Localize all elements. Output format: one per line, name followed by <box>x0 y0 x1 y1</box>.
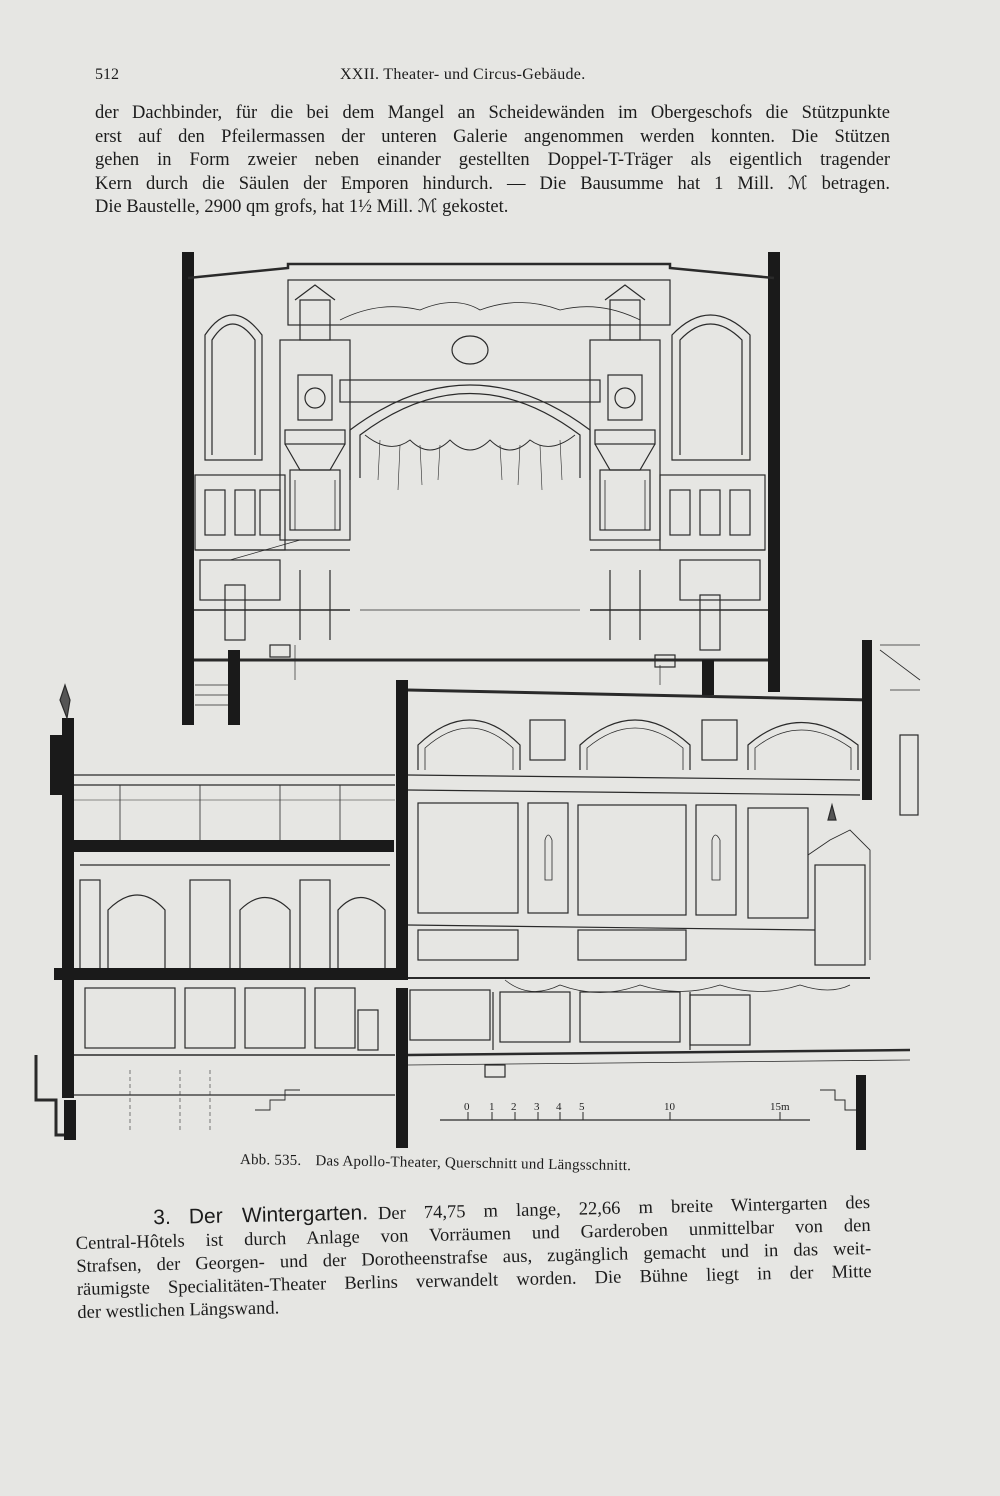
scale-bar <box>440 1112 810 1121</box>
scale-labels: 0 1 2 3 4 5 10 15m <box>464 1101 790 1113</box>
running-title: XXII. Theater- und Circus-Gebäude. <box>340 66 586 83</box>
scale-label: 0 <box>464 1101 470 1113</box>
section-heading: Der Wintergarten. <box>188 1201 369 1229</box>
cross-section <box>182 252 780 725</box>
text-line: der Dachbinder, für die bei dem Mangel a… <box>95 103 890 123</box>
text-line: erst auf den Pfeilermassen der unteren G… <box>95 126 890 147</box>
text-line: Die Baustelle, 2900 qm grofs, hat 1½ Mil… <box>95 197 509 217</box>
body-paragraph: der Dachbinder, für die bei dem Mangel a… <box>95 102 890 220</box>
page-number: 512 <box>95 66 119 83</box>
architectural-drawing: 0 1 2 3 4 5 10 15m <box>0 240 1000 1170</box>
running-header: 512 XXII. Theater- und Circus-Gebäude. <box>95 66 895 90</box>
scale-label: 10 <box>664 1101 676 1113</box>
longitudinal-section <box>34 640 921 1150</box>
scale-label: 1 <box>489 1101 495 1113</box>
scale-label: 3 <box>534 1101 540 1113</box>
figure-label: Abb. 535. <box>239 1152 302 1169</box>
scale-label: 15m <box>770 1101 790 1113</box>
scale-label: 5 <box>579 1101 585 1113</box>
scale-label: 4 <box>556 1101 562 1113</box>
text-line: Kern durch die Säulen der Emporen hindur… <box>95 173 890 194</box>
theater-section-drawing: 0 1 2 3 4 5 10 15m <box>34 252 921 1150</box>
section-number: 3. <box>152 1205 172 1230</box>
section-3: 3. Der Wintergarten.Der 74,75 m lange, 2… <box>75 1190 872 1325</box>
text-line: gehen in Form zweier neben einander gest… <box>95 150 890 170</box>
scale-label: 2 <box>511 1101 517 1113</box>
